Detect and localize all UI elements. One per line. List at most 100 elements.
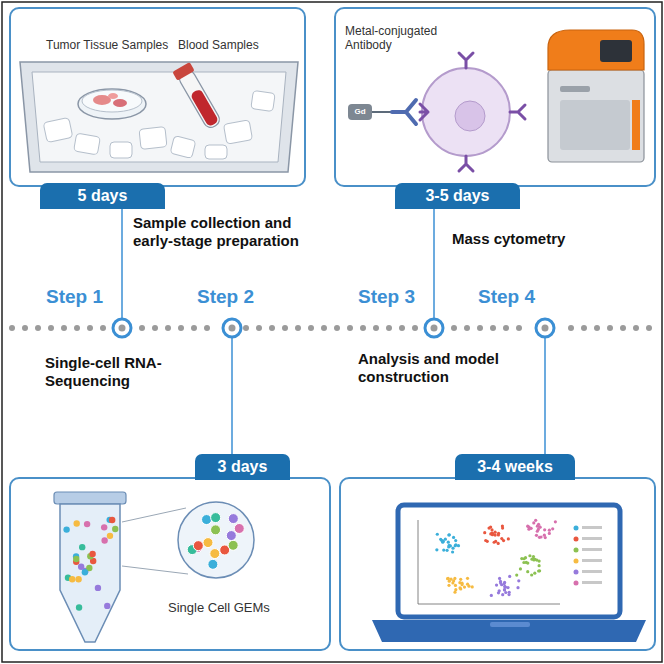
scatter-point bbox=[466, 583, 469, 586]
step-number: Step 1 bbox=[46, 286, 126, 309]
plot-legend-mark bbox=[574, 526, 603, 531]
timeline-dot bbox=[178, 325, 184, 331]
timeline-dot bbox=[48, 325, 54, 331]
cell-dot bbox=[76, 604, 82, 610]
scatter-point bbox=[451, 547, 454, 550]
cell-dot bbox=[101, 537, 107, 543]
scatter-point bbox=[508, 575, 511, 578]
antibody-label: Metal-conjugated Antibody bbox=[345, 24, 460, 53]
gem-dot bbox=[211, 525, 221, 535]
scatter-point bbox=[537, 528, 540, 531]
timeline bbox=[9, 325, 652, 331]
scatter-point bbox=[442, 548, 445, 551]
scatter-point bbox=[435, 548, 438, 551]
scatter-point bbox=[454, 539, 457, 542]
timeline-dot bbox=[490, 325, 496, 331]
cell-dot bbox=[95, 585, 101, 591]
gem-dot bbox=[208, 559, 218, 569]
scatter-point bbox=[444, 538, 447, 541]
timeline-dot bbox=[22, 325, 28, 331]
timeline-dot bbox=[61, 325, 67, 331]
timeline-dot bbox=[633, 325, 639, 331]
cell-dot bbox=[107, 533, 113, 539]
plot-legend-mark bbox=[574, 581, 603, 586]
scatter-point bbox=[525, 561, 528, 564]
scatter-point bbox=[551, 527, 554, 530]
scatter-point bbox=[447, 584, 450, 587]
step-title: Mass cytometry bbox=[452, 230, 622, 248]
step-number: Step 2 bbox=[197, 286, 277, 309]
scatter-point bbox=[524, 556, 527, 559]
scatter-point bbox=[454, 543, 457, 546]
timeline-dot bbox=[100, 325, 106, 331]
timeline-dot bbox=[646, 325, 652, 331]
step-dot bbox=[431, 325, 438, 332]
sample-label: Tumor Tissue Samples bbox=[46, 38, 186, 52]
scatter-point bbox=[537, 569, 540, 572]
scatter-point bbox=[487, 526, 490, 529]
duration-tab: 3-4 weeks bbox=[455, 454, 575, 480]
scatter-point bbox=[498, 577, 501, 580]
scatter-point bbox=[459, 578, 462, 581]
scatter-point bbox=[516, 586, 519, 589]
scatter-point bbox=[446, 577, 449, 580]
scatter-point bbox=[532, 558, 535, 561]
scatter-point bbox=[453, 577, 456, 580]
scatter-point bbox=[517, 579, 520, 582]
scatter-point bbox=[501, 524, 504, 527]
timeline-dot bbox=[243, 325, 249, 331]
scatter-point bbox=[445, 549, 448, 552]
scatter-point bbox=[515, 573, 518, 576]
scatter-point bbox=[447, 541, 450, 544]
step-panel bbox=[10, 478, 330, 650]
timeline-dot bbox=[568, 325, 574, 331]
scatter-point bbox=[447, 577, 450, 580]
scatter-point bbox=[447, 533, 450, 536]
gem-dot bbox=[228, 514, 238, 524]
scatter-point bbox=[499, 580, 502, 583]
timeline-dot bbox=[204, 325, 210, 331]
scatter-point bbox=[471, 585, 474, 588]
scatter-point bbox=[497, 532, 500, 535]
plot-legend-mark bbox=[574, 548, 603, 553]
duration-tab: 3-5 days bbox=[395, 183, 520, 209]
timeline-dot bbox=[386, 325, 392, 331]
gem-dot bbox=[203, 538, 213, 548]
scatter-point bbox=[520, 557, 523, 560]
timeline-dot bbox=[191, 325, 197, 331]
timeline-dot bbox=[295, 325, 301, 331]
timeline-dot bbox=[607, 325, 613, 331]
cell-dot bbox=[75, 576, 81, 582]
scatter-point bbox=[502, 539, 505, 542]
scatter-point bbox=[538, 564, 541, 567]
timeline-dot bbox=[256, 325, 262, 331]
timeline-dot bbox=[74, 325, 80, 331]
metal-tag: Gd bbox=[348, 104, 372, 120]
cell-dot bbox=[73, 520, 79, 526]
step-markers bbox=[113, 319, 554, 337]
timeline-dot bbox=[269, 325, 275, 331]
cell-dot bbox=[78, 564, 84, 570]
step-title: Sample collection and early-stage prepar… bbox=[133, 214, 308, 250]
scatter-point bbox=[490, 528, 493, 531]
scatter-point bbox=[554, 520, 557, 523]
cell-symbol bbox=[420, 53, 525, 171]
timeline-dot bbox=[9, 325, 15, 331]
scatter-point bbox=[498, 589, 501, 592]
cell-dot bbox=[84, 521, 90, 527]
sample-tube bbox=[54, 492, 254, 642]
scatter-point bbox=[440, 539, 443, 542]
cell-dot bbox=[109, 517, 115, 523]
scatter-point bbox=[533, 572, 536, 575]
laptop-plot bbox=[372, 505, 646, 642]
scatter-point bbox=[528, 554, 531, 557]
cell-dot bbox=[73, 556, 79, 562]
scatter-point bbox=[503, 588, 506, 591]
cell-dot bbox=[79, 544, 85, 550]
scatter-point bbox=[452, 536, 455, 539]
scatter-point bbox=[495, 583, 498, 586]
duration-text: 5 days bbox=[78, 187, 128, 205]
cell-dot bbox=[69, 576, 75, 582]
step-panel bbox=[340, 478, 655, 650]
